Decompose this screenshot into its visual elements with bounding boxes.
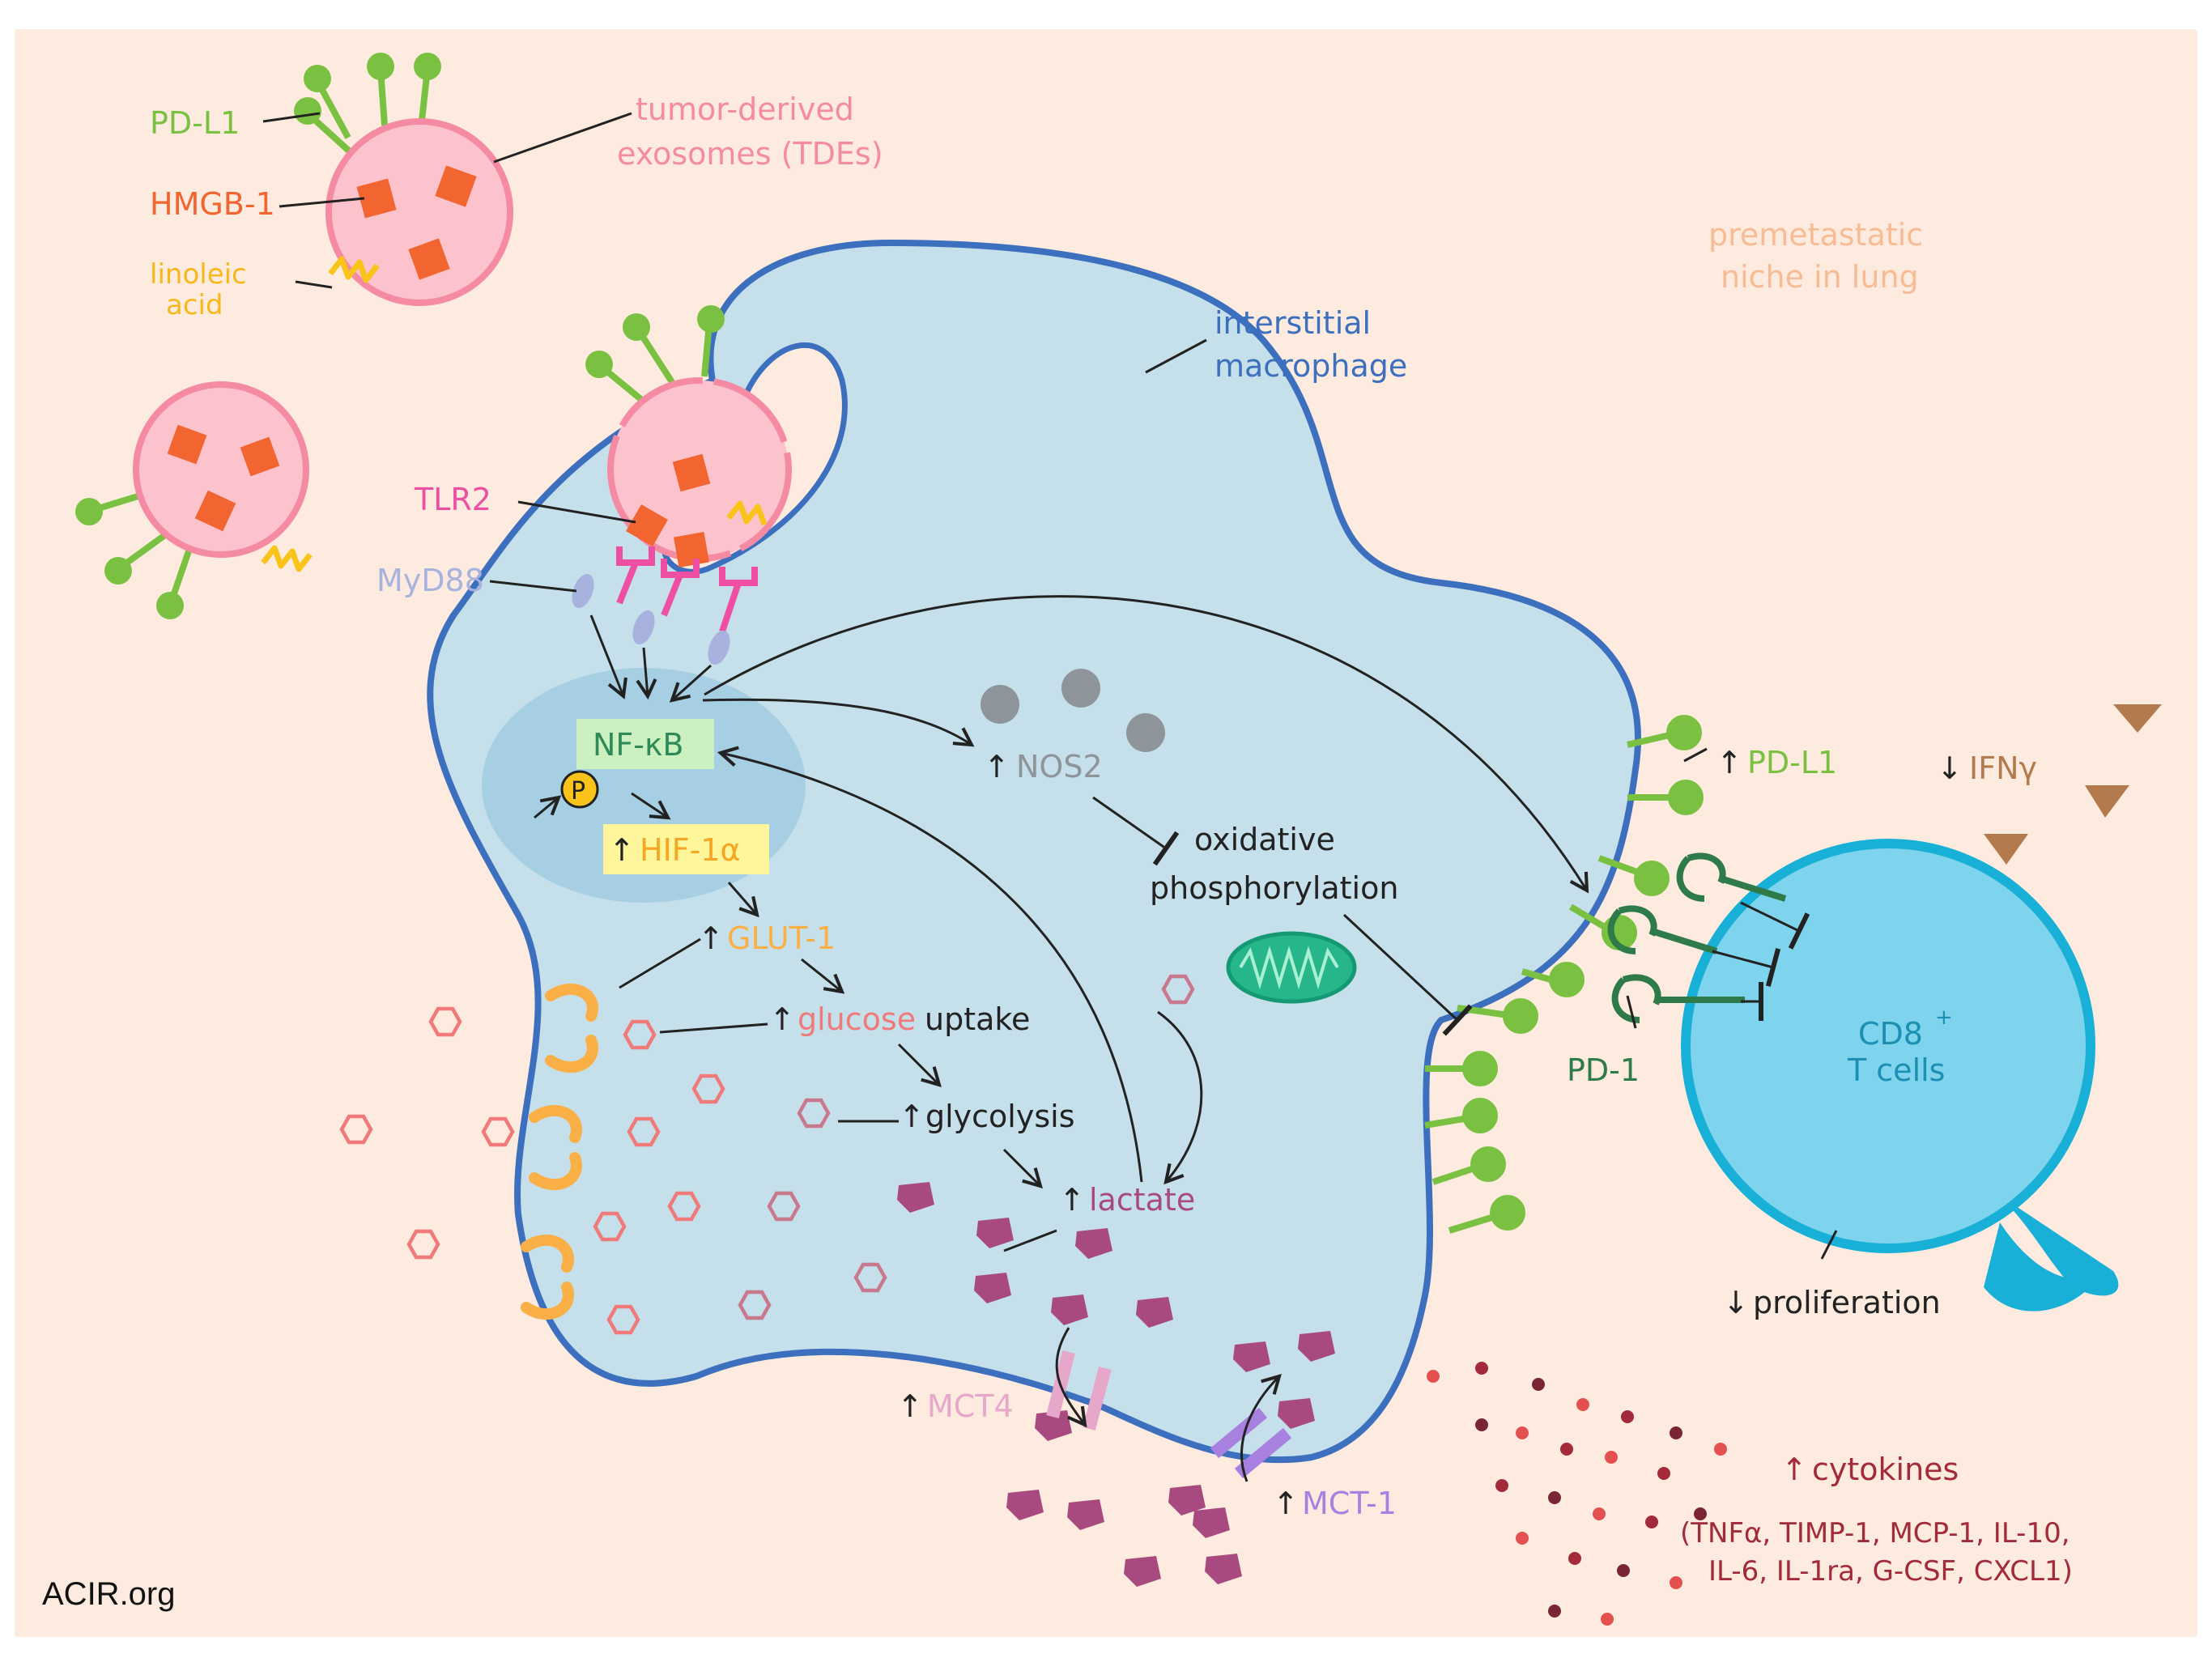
phospho-badge — [560, 770, 599, 809]
label-phosphorylation: phosphorylation — [1150, 870, 1398, 906]
label-ifng: IFNγ — [1969, 750, 2037, 786]
label-macrophage-2: macrophage — [1214, 348, 1407, 384]
label-glucose: glucose — [798, 1001, 916, 1037]
label-uptake: uptake — [925, 1001, 1030, 1037]
arrow-up-cytokines: ↑ — [1781, 1452, 1807, 1487]
label-tde-2: exosomes (TDEs) — [617, 136, 883, 172]
pdl1-surface — [1424, 715, 1704, 1234]
label-macrophage-1: interstitial — [1214, 305, 1371, 341]
label-tlr2: TLR2 — [414, 482, 491, 517]
arrow-up-glut1: ↑ — [698, 920, 724, 956]
nfkb-box — [576, 719, 714, 769]
arrow-up-nos2: ↑ — [984, 749, 1010, 784]
label-nos2: NOS2 — [1016, 749, 1103, 784]
label-mct4: MCT4 — [927, 1388, 1014, 1424]
arrow-down-ifng: ↓ — [1937, 750, 1963, 786]
label-glut1: GLUT-1 — [727, 920, 836, 956]
label-pdl1-macrophage: PD-L1 — [1747, 745, 1837, 780]
label-tcells: T cells — [1847, 1052, 1945, 1088]
cytokine-dots — [1427, 1362, 1727, 1626]
tcell — [1681, 839, 2119, 1312]
arrow-up-pdl1: ↑ — [1716, 745, 1742, 780]
label-myd88: MyD88 — [376, 563, 484, 598]
labels: PD-L1 HMGB-1 linoleic acid tumor-derived… — [42, 91, 2073, 1612]
leader-lines — [262, 112, 1838, 1260]
credit-text: ACIR.org — [42, 1576, 176, 1612]
label-cytokine-list-2: IL-6, IL-1ra, G-CSF, CXCL1) — [1708, 1555, 2073, 1588]
label-pd1: PD-1 — [1567, 1052, 1640, 1088]
label-glycolysis: glycolysis — [925, 1099, 1075, 1134]
label-cytokines: cytokines — [1812, 1452, 1959, 1487]
nos2-particles — [981, 669, 1165, 752]
label-linoleic-1: linoleic — [150, 258, 247, 291]
label-tde-1: tumor-derived — [636, 91, 854, 127]
mct1-transporter — [1210, 1407, 1292, 1479]
myd88-adaptors — [572, 573, 730, 665]
label-cd8: CD8 — [1858, 1016, 1923, 1052]
arrow-down-proliferation: ↓ — [1723, 1285, 1749, 1320]
label-linoleic-2: acid — [166, 289, 223, 321]
label-lactate: lactate — [1089, 1182, 1195, 1218]
label-proliferation: proliferation — [1753, 1285, 1941, 1320]
arrow-up-glycolysis: ↑ — [899, 1099, 925, 1134]
arrow-up-mct1: ↑ — [1273, 1486, 1299, 1521]
label-pdl1-exosome: PD-L1 — [150, 105, 240, 141]
hif1a-box — [603, 824, 769, 874]
pd1-inhibition — [1712, 901, 1810, 1021]
arrow-up-lactate: ↑ — [1059, 1182, 1085, 1218]
label-cytokine-list-1: (TNFα, TIMP-1, MCP-1, IL-10, — [1680, 1517, 2070, 1550]
label-hif1a: HIF-1α — [640, 832, 741, 868]
tcell-body — [1681, 839, 2095, 1253]
arrow-up-glucose: ↑ — [769, 1001, 795, 1037]
arrow-up-mct4: ↑ — [897, 1388, 923, 1424]
arrow-up-hif1a: ↑ — [609, 832, 635, 868]
label-cd8-sup: + — [1935, 1005, 1953, 1030]
exosome-bound — [585, 305, 792, 568]
label-niche-2: niche in lung — [1721, 259, 1919, 295]
label-phospho: P — [571, 777, 585, 806]
label-hmgb1: HMGB-1 — [150, 186, 275, 222]
pathway-arrows — [534, 595, 1589, 1482]
tlr2-receptors — [616, 546, 758, 633]
ifng-molecules — [1984, 704, 2162, 865]
pd1-receptors — [1607, 852, 1787, 1023]
exosome-left — [75, 381, 313, 619]
label-mct1: MCT-1 — [1302, 1486, 1397, 1521]
mitochondrion — [1226, 931, 1357, 1004]
exosome-top — [294, 53, 513, 306]
label-oxidative: oxidative — [1194, 822, 1335, 857]
label-nfkb: NF-κB — [593, 727, 683, 763]
label-niche-1: premetastatic — [1708, 217, 1923, 253]
glut1-transporters — [521, 983, 598, 1320]
exosome-top-body — [325, 118, 513, 306]
